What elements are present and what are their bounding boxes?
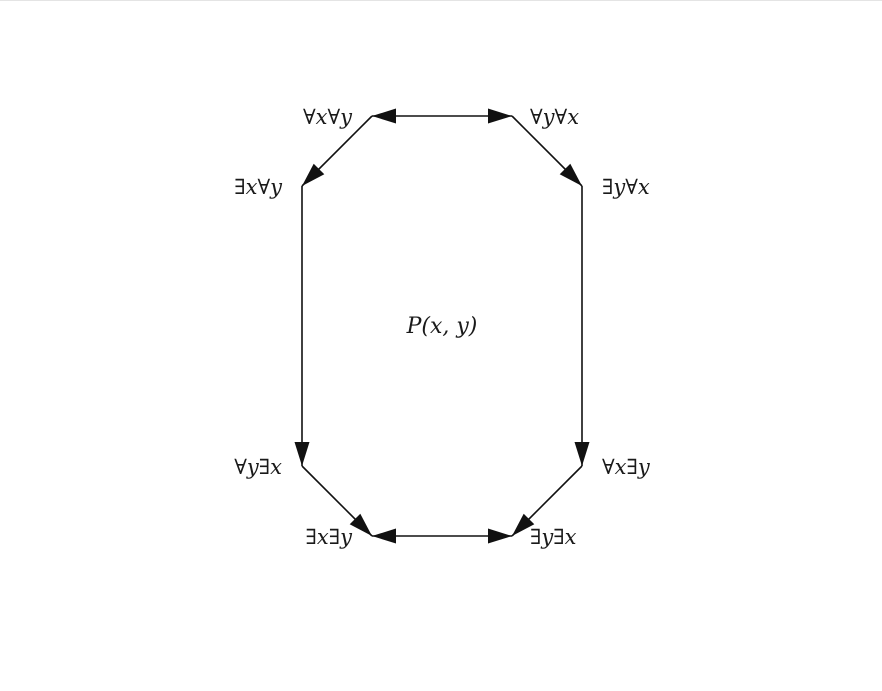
center-predicate-label: P(x, y) — [406, 314, 478, 339]
node-labels: ∀x∀y ∀y∀x ∃x∀y ∃y∀x ∀y∃x ∀x∃y ∃x∃y ∃y∃x — [234, 105, 651, 549]
arrowhead-AxAy-end — [372, 108, 396, 124]
node-label-ExAy: ∃x∀y — [234, 175, 283, 199]
node-label-AxAy: ∀x∀y — [303, 105, 353, 129]
node-label-AyEx: ∀y∃x — [234, 455, 282, 479]
node-label-EyAx: ∃y∀x — [602, 175, 650, 199]
arrowhead-ExAy — [302, 163, 325, 186]
arrowhead-ExEy — [349, 513, 372, 536]
arrowhead-EyEx-bottom — [488, 528, 512, 544]
arrowhead-EyEx — [512, 513, 535, 536]
arrowhead-EyAx — [559, 163, 582, 186]
arrowhead-AyEx — [294, 442, 310, 466]
node-label-ExEy: ∃x∃y — [306, 525, 354, 549]
arrowhead-ExEy-bottom — [372, 528, 396, 544]
arrowhead-AyAx-end — [488, 108, 512, 124]
node-label-AyAx: ∀y∀x — [530, 105, 579, 129]
arrowhead-AxEy — [574, 442, 590, 466]
node-label-AxEy: ∀x∃y — [602, 455, 651, 479]
arrowheads — [294, 108, 590, 544]
top-border — [0, 0, 882, 1]
node-label-EyEx: ∃y∃x — [530, 525, 577, 549]
